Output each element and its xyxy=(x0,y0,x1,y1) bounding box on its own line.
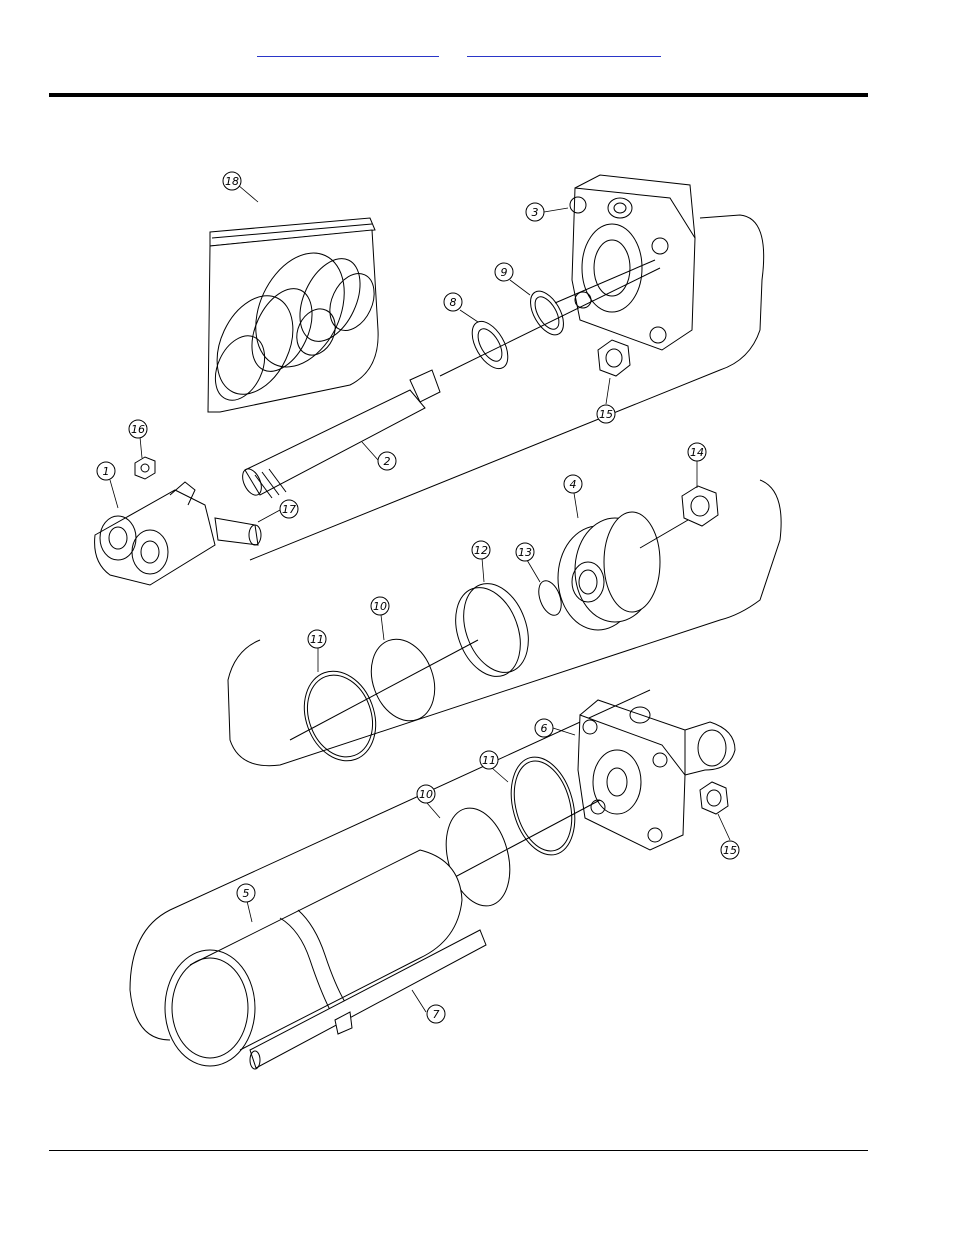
svg-text:12: 12 xyxy=(474,544,488,557)
callout-2: 2 xyxy=(378,452,396,470)
callout-11-lower: 11 xyxy=(480,751,498,769)
callout-15-lower: 15 xyxy=(721,841,739,859)
callout-9: 9 xyxy=(495,263,513,281)
svg-text:18: 18 xyxy=(225,175,239,188)
svg-text:15: 15 xyxy=(599,408,613,421)
svg-text:17: 17 xyxy=(282,503,296,516)
callout-8: 8 xyxy=(444,293,462,311)
svg-text:4: 4 xyxy=(570,478,577,491)
callout-13: 13 xyxy=(516,543,534,561)
svg-text:11: 11 xyxy=(482,754,496,767)
callout-4: 4 xyxy=(564,475,582,493)
svg-text:8: 8 xyxy=(450,296,457,309)
callout-18: 18 xyxy=(223,172,241,190)
svg-text:16: 16 xyxy=(131,423,145,436)
callout-11-middle: 11 xyxy=(308,630,326,648)
svg-text:11: 11 xyxy=(310,633,324,646)
callout-10-middle: 10 xyxy=(371,597,389,615)
callout-1: 1 xyxy=(97,462,115,480)
callout-6: 6 xyxy=(535,719,553,737)
callout-12: 12 xyxy=(472,541,490,559)
header-rule xyxy=(49,93,868,97)
callout-15-upper: 15 xyxy=(597,405,615,423)
svg-text:2: 2 xyxy=(384,455,391,468)
svg-text:1: 1 xyxy=(103,465,110,478)
header-link-1[interactable] xyxy=(257,40,439,57)
callout-10-lower: 10 xyxy=(417,785,435,803)
svg-text:6: 6 xyxy=(541,722,548,735)
svg-text:3: 3 xyxy=(532,206,539,219)
svg-text:13: 13 xyxy=(518,546,532,559)
footer-rule xyxy=(49,1150,868,1151)
callout-17: 17 xyxy=(280,500,298,518)
exploded-parts-diagram: 18 3 9 8 15 16 2 1 17 14 4 12 13 10 11 6… xyxy=(78,144,798,1074)
svg-text:9: 9 xyxy=(501,266,508,279)
callout-14: 14 xyxy=(688,443,706,461)
callout-7: 7 xyxy=(427,1005,445,1023)
callout-16: 16 xyxy=(129,420,147,438)
svg-text:10: 10 xyxy=(419,788,433,801)
svg-text:10: 10 xyxy=(373,600,387,613)
svg-text:5: 5 xyxy=(243,887,250,900)
callout-5: 5 xyxy=(237,884,255,902)
svg-text:7: 7 xyxy=(433,1008,440,1021)
svg-text:15: 15 xyxy=(723,844,737,857)
lock-nut-lower xyxy=(700,782,728,814)
header-link-2[interactable] xyxy=(467,40,661,57)
callout-3: 3 xyxy=(526,203,544,221)
svg-text:14: 14 xyxy=(690,446,704,459)
